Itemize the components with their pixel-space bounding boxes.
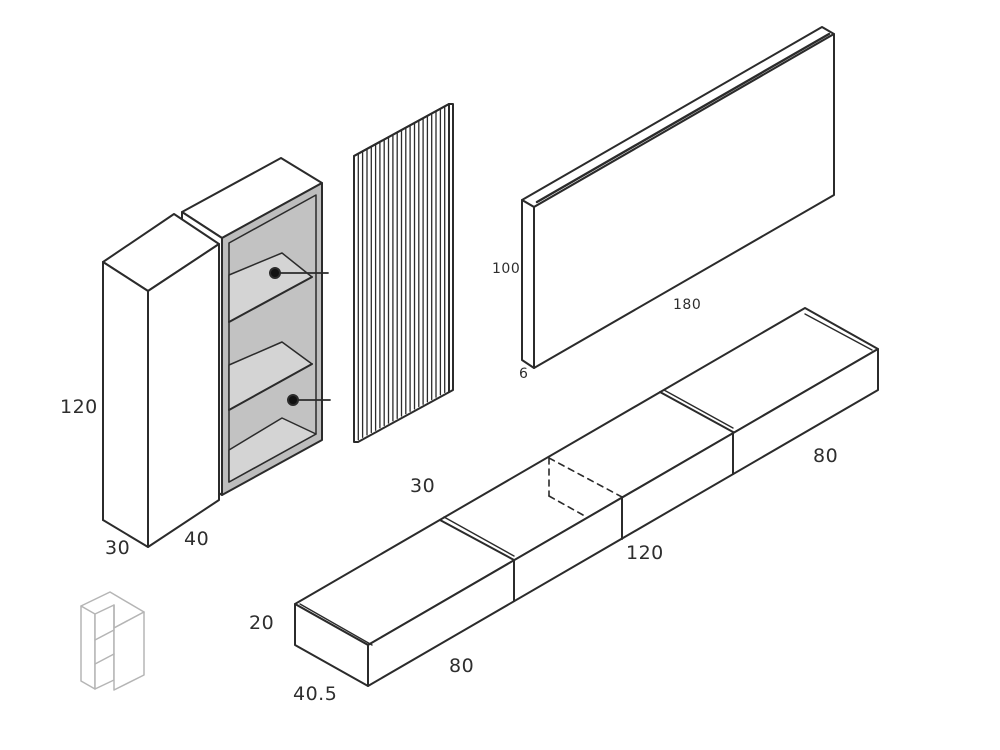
base-center-width-label: 120: [626, 542, 664, 564]
column-height-label: 120: [60, 396, 98, 418]
shelf-callouts: [269, 267, 331, 406]
column-thumbnail-icon: [80, 591, 145, 691]
panel-width-label: 180: [673, 297, 702, 313]
panel-height-label: 100: [492, 261, 521, 277]
column-depth-label: 30: [105, 537, 131, 559]
panel-depth-label: 6: [519, 366, 529, 382]
closed-column: [102, 213, 220, 548]
fluted-door-panel: [353, 103, 454, 443]
base-height-label: 20: [249, 612, 275, 634]
base-depth-upper-label: 30: [410, 475, 436, 497]
base-units: [294, 307, 879, 687]
column-width-label: 40: [184, 528, 210, 550]
base-right-width-label: 80: [813, 445, 839, 467]
wall-panel: [521, 26, 835, 369]
base-depth-label: 40.5: [293, 683, 338, 705]
base-left-width-label: 80: [449, 655, 475, 677]
open-cabinet: [181, 157, 323, 496]
